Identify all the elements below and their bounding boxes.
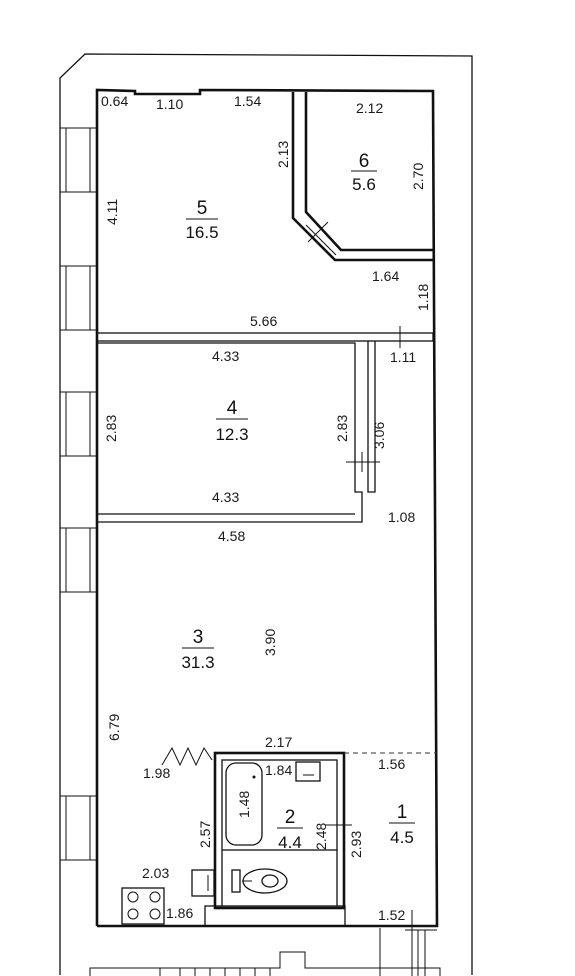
svg-text:12.3: 12.3 xyxy=(215,425,248,444)
dim-label: 4.33 xyxy=(212,348,239,364)
svg-text:2: 2 xyxy=(285,807,296,828)
dim-label: 2.48 xyxy=(313,823,329,850)
dim-label: 5.66 xyxy=(250,313,277,329)
room-4-label: 4 12.3 xyxy=(215,398,248,444)
bathtub xyxy=(225,762,263,846)
window-5 xyxy=(59,795,98,861)
dim-label: 1.11 xyxy=(390,349,416,365)
dim-label: 2.03 xyxy=(142,865,169,881)
dim-label: 1.86 xyxy=(166,905,193,921)
dim-label: 2.83 xyxy=(334,415,350,442)
zigzag-marker xyxy=(161,746,213,767)
dim-label: 1.98 xyxy=(143,765,170,781)
room-1-label: 1 4.5 xyxy=(389,802,415,847)
dim-label: 2.17 xyxy=(265,734,292,750)
svg-text:4: 4 xyxy=(227,398,238,419)
dim-label: 2.57 xyxy=(197,821,213,848)
dim-label: 1.56 xyxy=(378,756,405,772)
svg-text:4.4: 4.4 xyxy=(278,833,302,852)
room-3-label: 3 31.3 xyxy=(181,627,214,672)
room-6-walls xyxy=(291,92,433,262)
room-5-label: 5 16.5 xyxy=(185,198,218,242)
svg-text:16.5: 16.5 xyxy=(185,223,218,242)
dim-label: 6.79 xyxy=(106,714,122,741)
kitchen-sink xyxy=(191,869,215,897)
room-2-label: 2 4.4 xyxy=(277,807,303,852)
svg-text:31.3: 31.3 xyxy=(181,653,214,672)
dim-label: 1.08 xyxy=(388,509,415,525)
dim-label: 2.83 xyxy=(103,415,119,442)
svg-text:1: 1 xyxy=(397,802,408,823)
dim-label: 1.54 xyxy=(234,93,261,109)
window-1 xyxy=(59,127,98,193)
svg-text:6: 6 xyxy=(359,151,370,172)
dim-label: 2.93 xyxy=(348,831,364,858)
dim-label: 1.84 xyxy=(265,762,292,778)
dim-label: 4.11 xyxy=(104,199,120,225)
bathroom-sink xyxy=(295,761,321,782)
bottom-structure xyxy=(89,951,441,976)
dim-label: 1.10 xyxy=(156,96,183,112)
dim-label: 1.52 xyxy=(378,907,405,923)
building-outline xyxy=(59,53,473,975)
partition-5-4 xyxy=(96,326,434,348)
toilet xyxy=(231,868,288,894)
dim-label: 1.64 xyxy=(372,268,399,284)
dim-label: 0.64 xyxy=(101,93,128,109)
exterior-walls xyxy=(95,88,439,928)
dim-label: 2.12 xyxy=(356,100,383,116)
room-6-label: 6 5.6 xyxy=(351,151,377,194)
dim-label: 4.33 xyxy=(212,489,239,505)
dim-label: 4.58 xyxy=(218,528,245,544)
svg-text:5.6: 5.6 xyxy=(352,175,376,194)
window-2 xyxy=(59,265,98,331)
window-4 xyxy=(59,527,98,593)
dim-label: 2.13 xyxy=(275,141,291,168)
room-4-walls xyxy=(97,341,380,523)
bathroom-walls xyxy=(204,751,437,927)
svg-text:3: 3 xyxy=(193,627,204,648)
window-3 xyxy=(59,391,98,457)
dim-label: 3.90 xyxy=(262,629,278,656)
dim-label: 2.70 xyxy=(410,163,426,190)
dim-label: 3.06 xyxy=(371,422,387,449)
dim-label: 1.48 xyxy=(236,791,252,818)
svg-text:4.5: 4.5 xyxy=(390,828,414,847)
stove xyxy=(121,887,165,925)
dim-label: 1.18 xyxy=(415,284,431,311)
svg-text:5: 5 xyxy=(197,198,208,219)
